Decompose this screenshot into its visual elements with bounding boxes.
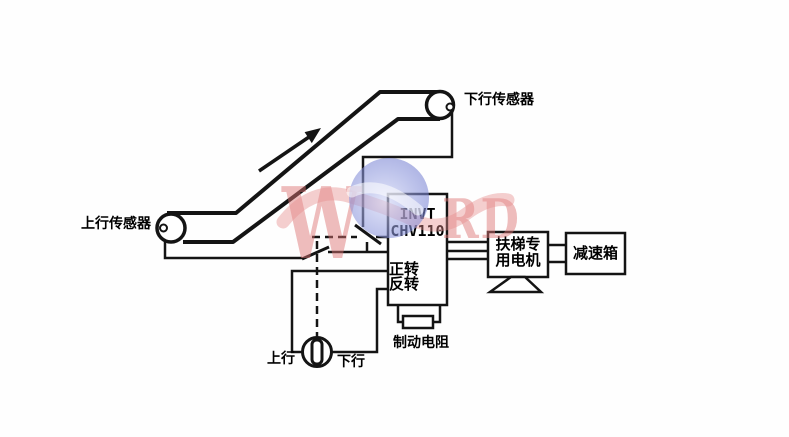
forward-label: 正转 <box>389 261 420 278</box>
down-sensor-label: 下行传感器 <box>464 91 534 107</box>
brake-resistor-label: 制动电阻 <box>393 334 449 350</box>
up-sensor-wire <box>163 240 302 260</box>
power-lines-3phase <box>447 240 488 261</box>
up-sensor-dot <box>159 223 168 233</box>
upper-pulley <box>424 89 456 121</box>
motor-label: 扶梯专 用电机 <box>488 237 548 269</box>
motor-label-line1: 扶梯专 <box>495 236 541 253</box>
motor-label-line2: 用电机 <box>495 252 541 269</box>
upper-contact <box>354 223 388 246</box>
direction-arrow-icon <box>258 128 321 173</box>
gearbox-box <box>564 231 627 276</box>
escalator-belt <box>167 90 441 244</box>
up-sensor-label: 上行传感器 <box>81 215 151 231</box>
selector-switch <box>301 336 333 368</box>
reverse-label: 反转 <box>389 276 420 293</box>
brake-resistor <box>396 305 442 330</box>
lower-contact <box>301 242 388 261</box>
inverter-brand-label: INVT <box>399 205 436 223</box>
gearbox-label: 减速箱 <box>572 245 618 262</box>
inverter-model-label: CHV110 <box>390 222 445 240</box>
down-sensor-dot <box>445 102 455 112</box>
motor-stand <box>486 275 545 294</box>
mechanical-linkage-dashed <box>312 235 357 337</box>
selector-loop-wires <box>290 269 388 354</box>
shaft-lines <box>548 243 566 264</box>
lower-pulley <box>155 212 187 244</box>
selector-up-label: 上行 <box>267 350 295 366</box>
selector-down-label: 下行 <box>337 353 365 369</box>
